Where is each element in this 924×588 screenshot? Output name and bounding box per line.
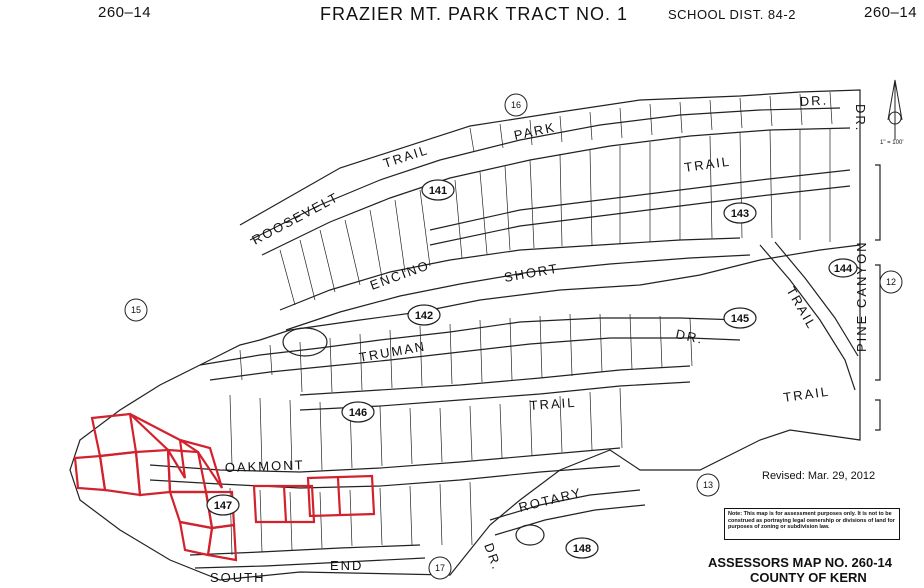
adjacent-map-numbers: 15 16 12 13 17: [124, 93, 903, 580]
adjacent-map-16: 16: [511, 100, 521, 110]
parcel-book-147: 147: [214, 500, 232, 512]
map-book-code-left: 260–14: [98, 4, 152, 21]
highlighted-parcels: [73, 412, 376, 562]
street-oakmont: OAKMONT: [225, 457, 305, 475]
parcel-book-labels: 141 142 143 144 145 146 147 148: [206, 179, 858, 559]
adjacent-map-12: 12: [886, 277, 896, 287]
parcel-book-148: 148: [573, 543, 591, 555]
street-dr-mid: DR.: [674, 326, 705, 347]
map-book-code-right: 260–14: [864, 4, 918, 21]
parcel-book-145: 145: [731, 313, 749, 325]
parcel-book-142: 142: [415, 310, 433, 322]
parcel-book-144: 144: [834, 263, 853, 275]
street-dr-side: DR.: [853, 104, 868, 132]
street-end: END: [330, 558, 363, 573]
adjacent-map-15: 15: [131, 305, 141, 315]
street-trail-right: TRAIL: [683, 154, 731, 175]
street-rotary: ROTARY: [517, 485, 584, 515]
parcel-book-146: 146: [349, 407, 367, 419]
street-trail-mid: TRAIL: [529, 395, 577, 413]
street-truman: TRUMAN: [358, 338, 427, 365]
street-dr-rotary: DR.: [481, 541, 505, 573]
tract-boundary: [69, 89, 861, 581]
map-title: FRAZIER MT. PARK TRACT NO. 1: [320, 4, 629, 24]
street-short: SHORT: [503, 261, 560, 285]
street-pine-canyon: PINE CANYON: [854, 240, 869, 352]
county-name: COUNTY OF KERN: [750, 570, 867, 585]
street-park: PARK: [513, 119, 558, 142]
street-dr-top: DR.: [799, 93, 828, 109]
scale-label: 1" = 100': [880, 140, 904, 146]
revised-date: Revised: Mar. 29, 2012: [762, 470, 876, 482]
school-district: SCHOOL DIST. 84-2: [668, 7, 796, 22]
assessors-map-number: ASSESSORS MAP NO. 260-14: [708, 555, 892, 570]
adjacent-map-17: 17: [435, 563, 445, 573]
street-trail-lower-right: TRAIL: [782, 384, 830, 405]
adjacent-map-13: 13: [703, 480, 713, 490]
street-south: SOUTH: [210, 570, 266, 585]
assessment-note: Note: This map is for assessment purpose…: [724, 508, 900, 540]
parcel-book-143: 143: [731, 208, 749, 220]
north-arrow-icon: [887, 79, 903, 140]
parcel-book-141: 141: [429, 185, 447, 197]
street-encino: ENCINO: [368, 257, 432, 292]
